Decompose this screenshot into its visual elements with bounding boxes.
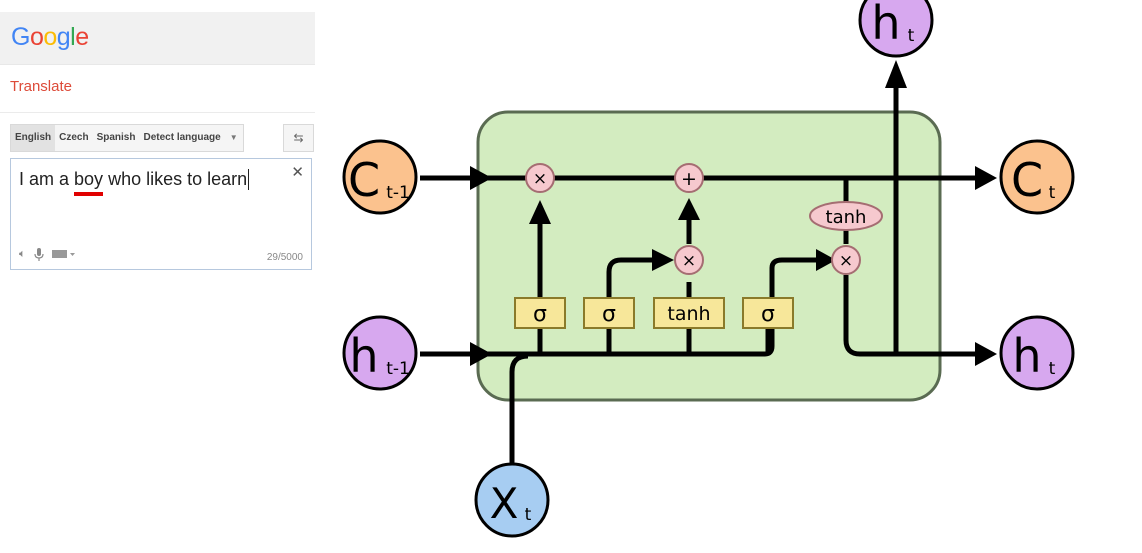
logo-letter: l: [70, 23, 76, 51]
node-c-next: C t: [999, 139, 1075, 215]
candidate-gate: tanh: [653, 297, 725, 329]
character-count: 29/5000: [266, 252, 303, 263]
h-output-line: [843, 275, 980, 357]
output-multiply-op: ×: [831, 245, 861, 275]
node-subscript: t-1: [386, 183, 410, 203]
logo-letter: o: [29, 23, 44, 51]
node-main-label: h: [349, 329, 378, 383]
logo-letter: g: [56, 23, 71, 51]
text-before: I am a: [19, 169, 75, 189]
node-main-label: C: [1011, 153, 1043, 207]
translate-link[interactable]: Translate: [10, 78, 72, 95]
lang-tab-english[interactable]: English: [11, 125, 56, 151]
gate-label: σ: [761, 302, 775, 327]
chevron-down-icon[interactable]: ▼: [229, 133, 238, 142]
lang-tab-detect[interactable]: Detect language: [143, 132, 221, 143]
multiply-symbol: ×: [682, 251, 696, 271]
lang-tab-czech[interactable]: Czech: [59, 132, 89, 143]
node-main-label: C: [348, 153, 380, 207]
google-translate-panel: Google Translate English Czech Spanish D…: [0, 0, 320, 280]
gate-layers: σ σ tanh σ: [514, 297, 794, 329]
source-text-input[interactable]: I am a boy who likes to learn ✕ 🔈︎ 29/50…: [10, 158, 312, 270]
keyboard-icon[interactable]: [51, 248, 76, 260]
add-op: +: [674, 163, 704, 193]
logo-letter: o: [43, 23, 57, 51]
gate-label: tanh: [667, 303, 710, 325]
node-h-top: h t: [858, 0, 934, 58]
input-multiply-op: ×: [674, 245, 704, 275]
divider: [0, 112, 315, 113]
lstm-cell-body: [476, 110, 942, 402]
logo-letter: G: [11, 23, 30, 51]
speaker-icon[interactable]: 🔈︎: [19, 248, 26, 260]
tanh-label: tanh: [826, 207, 867, 228]
source-text[interactable]: I am a boy who likes to learn: [19, 169, 250, 196]
spellcheck-underline: [74, 192, 104, 196]
logo-letter: e: [75, 23, 89, 51]
output-gate: σ: [742, 297, 794, 329]
source-language-bar: English Czech Spanish Detect language ▼: [10, 124, 244, 152]
gate-label: σ: [602, 302, 616, 327]
node-x-input: X t: [474, 462, 550, 538]
header-bar: Google: [0, 12, 315, 65]
pointwise-ops: × + × × tanh: [525, 163, 883, 275]
connection-lines: [420, 60, 997, 465]
node-subscript: t: [908, 26, 915, 46]
node-subscript: t-1: [386, 359, 410, 379]
forget-gate: σ: [514, 297, 566, 329]
swap-languages-icon[interactable]: ⇆: [283, 124, 314, 152]
microphone-icon[interactable]: [34, 248, 44, 262]
x-input-line: [509, 353, 529, 465]
gate-label: σ: [533, 302, 547, 327]
input-gate: σ: [583, 297, 635, 329]
node-subscript: t: [1049, 359, 1056, 379]
input-tools: 🔈︎: [19, 248, 76, 262]
misspelled-word-text: boy: [74, 169, 104, 189]
node-main-label: h: [871, 0, 900, 50]
text-after: who likes to learn: [103, 169, 248, 189]
misspelled-word[interactable]: boy: [74, 169, 104, 196]
node-c-prev: C t-1: [342, 139, 418, 215]
multiply-symbol: ×: [533, 169, 547, 189]
lang-tab-spanish[interactable]: Spanish: [96, 132, 136, 143]
multiply-symbol: ×: [839, 251, 853, 271]
output-tanh-op: tanh: [809, 201, 883, 231]
forget-multiply-op: ×: [525, 163, 555, 193]
add-symbol: +: [681, 168, 697, 190]
node-h-prev: h t-1: [342, 315, 418, 391]
node-main-label: X: [490, 479, 519, 528]
node-subscript: t: [525, 505, 532, 525]
close-icon[interactable]: ✕: [291, 164, 304, 181]
lstm-cell-diagram: × + × × tanh σ σ tanh: [342, 0, 1075, 538]
node-h-next: h t: [999, 315, 1075, 391]
input-gate-line: [606, 257, 656, 300]
node-main-label: h: [1012, 329, 1041, 383]
google-logo[interactable]: Google: [11, 23, 89, 52]
node-subscript: t: [1049, 183, 1056, 203]
